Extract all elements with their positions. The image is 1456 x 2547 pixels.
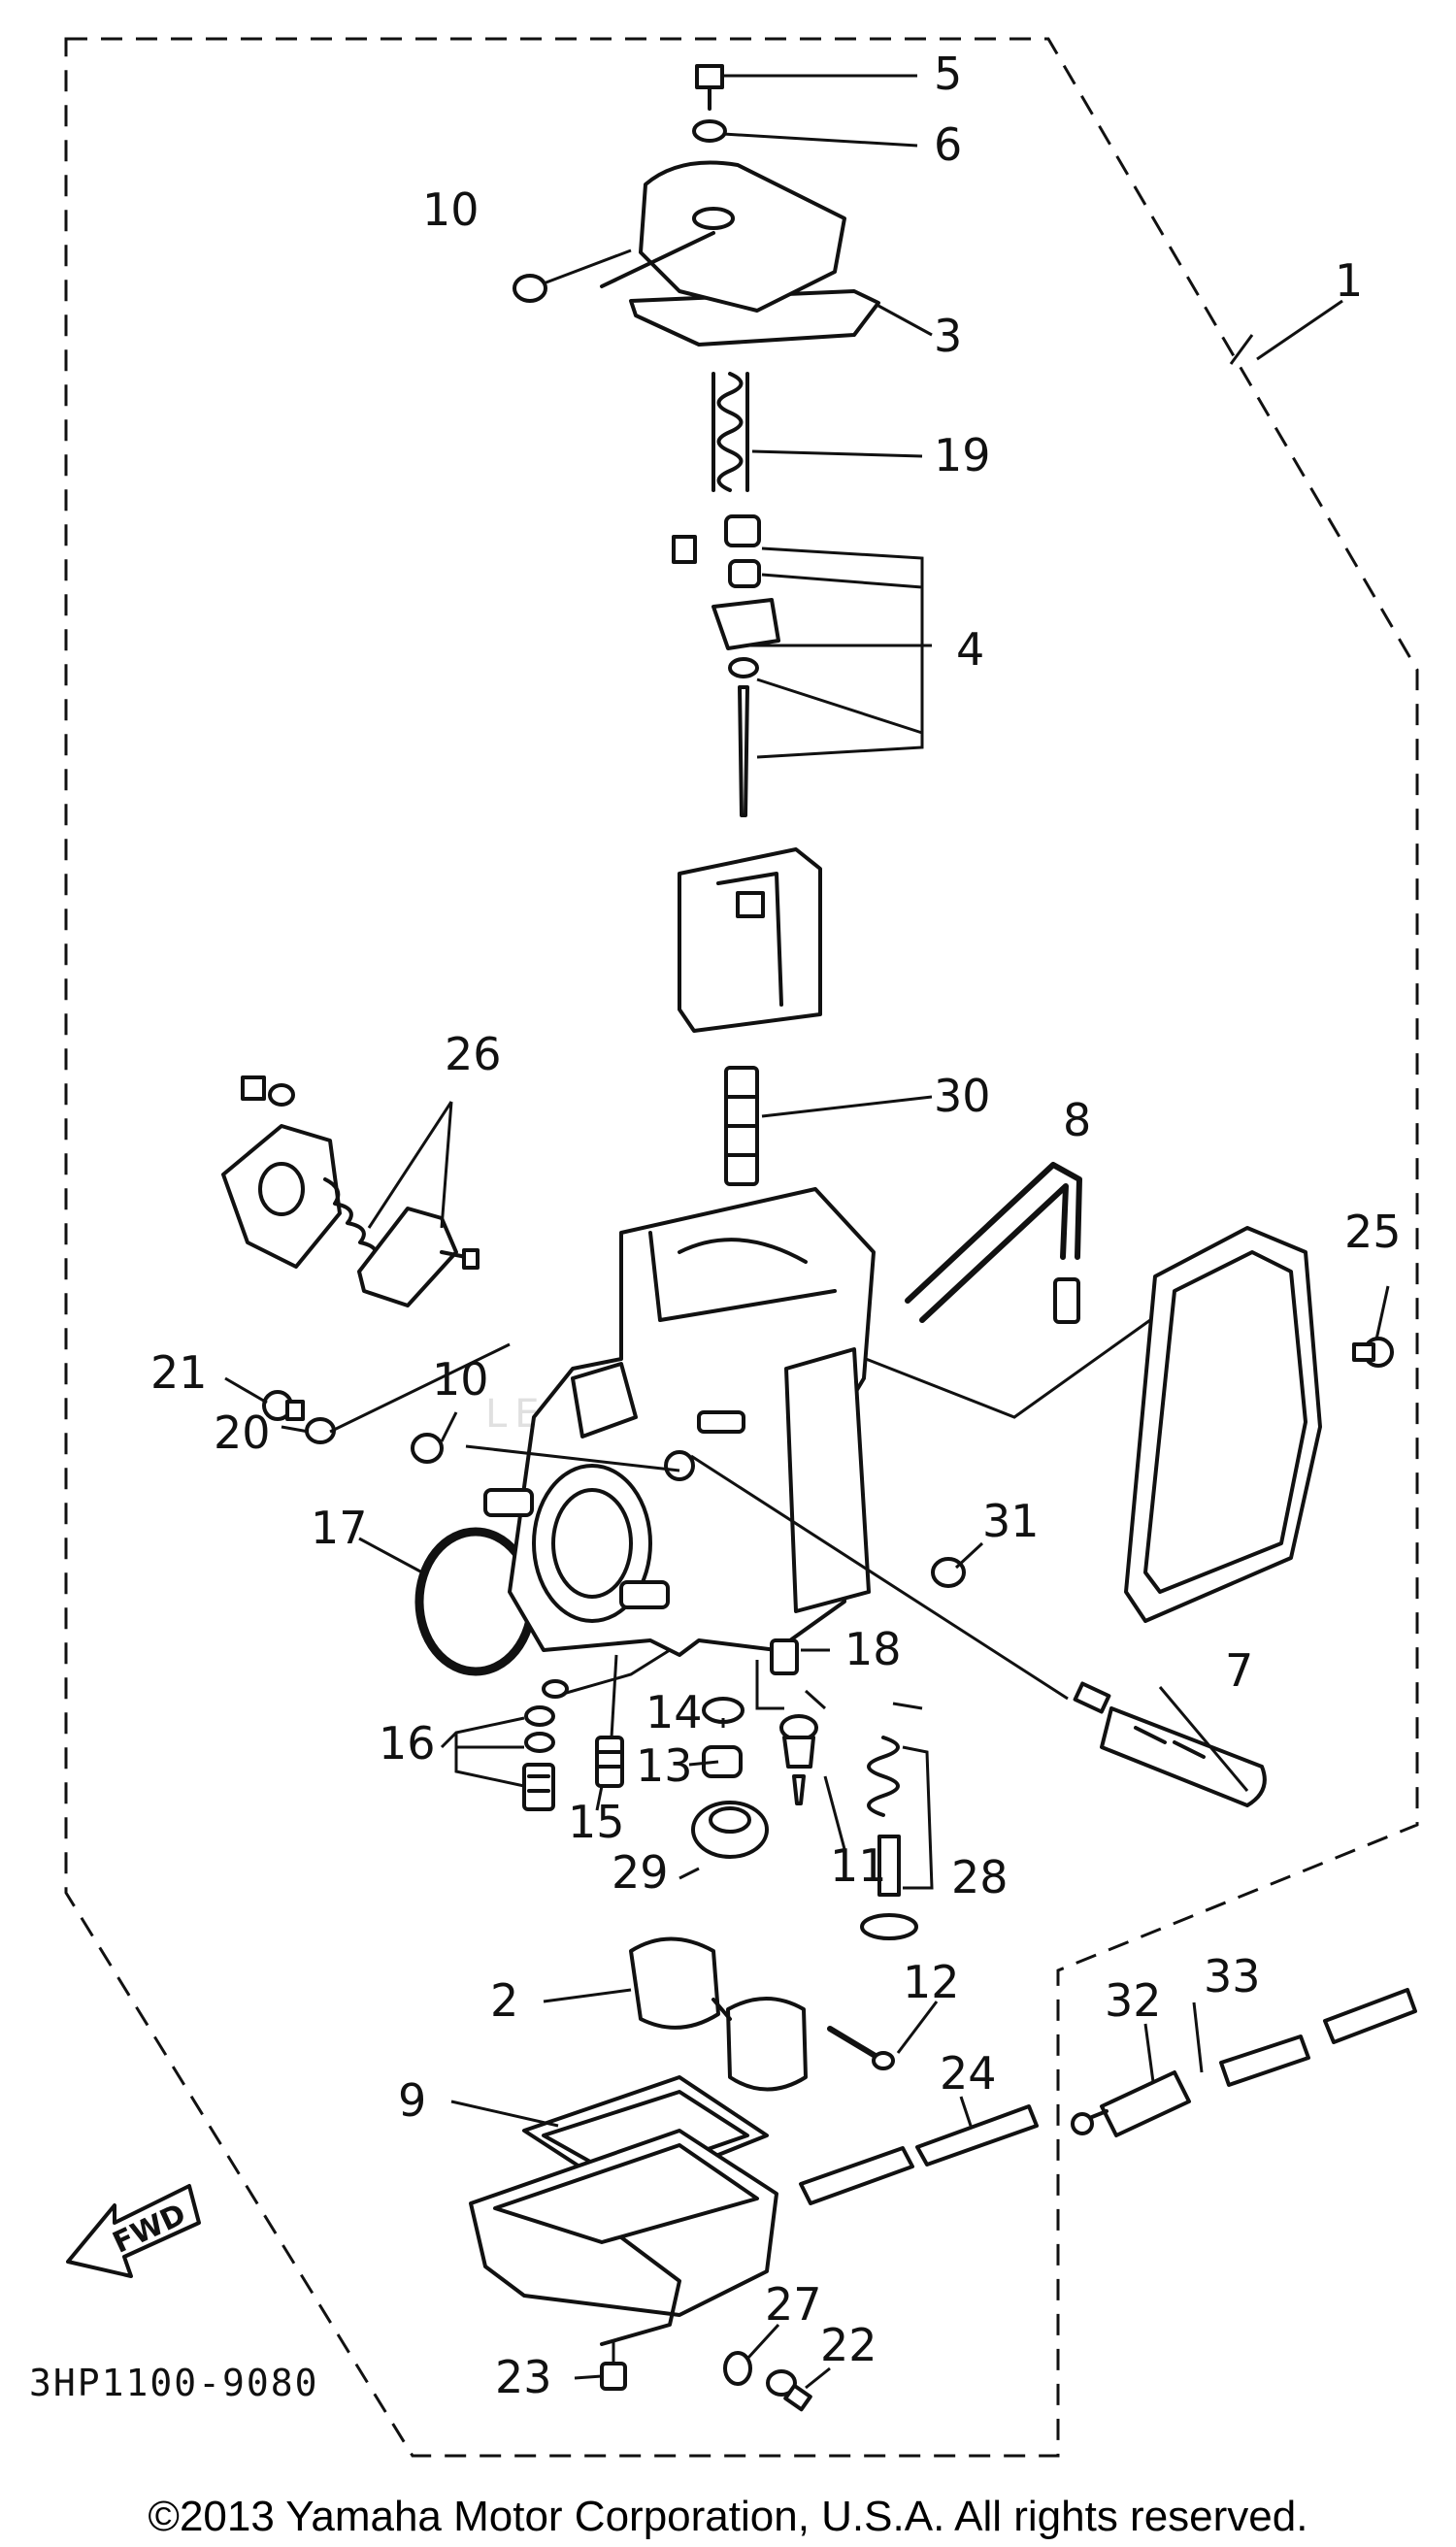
- part-32-fitting: [1071, 2070, 1191, 2137]
- part-5-screw: [695, 64, 724, 111]
- callout-33: 33: [1204, 1950, 1261, 2002]
- part-6-washer: [692, 119, 727, 143]
- part-16-pilot-screw-set: [522, 1648, 671, 1811]
- fwd-arrow-icon: FWD: [66, 2184, 201, 2278]
- assembly-boundary: [64, 37, 1419, 2458]
- callout-21: 21: [150, 1346, 208, 1399]
- connector-lines: [329, 1270, 1219, 1701]
- callout-5: 5: [934, 48, 962, 100]
- callout-26: 26: [445, 1028, 502, 1080]
- callout-32: 32: [1105, 1974, 1162, 2027]
- callout-20: 20: [214, 1406, 271, 1459]
- part-10-nut-top: [513, 274, 547, 303]
- leader-lines: [224, 74, 1390, 2390]
- callout-22: 22: [820, 2319, 877, 2371]
- callout-31: 31: [982, 1495, 1040, 1547]
- part-15-jet: [595, 1654, 624, 1788]
- callout-10-mid: 10: [432, 1353, 489, 1406]
- part-11-needle-valve: [779, 1689, 827, 1805]
- part-24-hose: [799, 2104, 1039, 2205]
- part-23-drain-plug: [600, 2339, 627, 2391]
- throttle-valve: [678, 847, 822, 1033]
- callout-24: 24: [940, 2047, 997, 2100]
- callout-19: 19: [934, 429, 991, 481]
- part-4-needle-set: [672, 514, 780, 817]
- part-8-vent-hose: [905, 1162, 1082, 1324]
- part-10-nut-mid: [411, 1433, 444, 1464]
- callout-18: 18: [844, 1623, 902, 1675]
- callout-8: 8: [1063, 1094, 1091, 1146]
- callout-23: 23: [495, 2351, 552, 2403]
- callout-15: 15: [568, 1796, 625, 1848]
- diagram-code: 3HP1100-9080: [29, 2362, 319, 2404]
- callout-1: 1: [1335, 254, 1363, 307]
- side-cover: [1124, 1226, 1322, 1623]
- callout-6: 6: [934, 118, 962, 171]
- callout-27: 27: [765, 2278, 822, 2331]
- callout-14: 14: [645, 1686, 703, 1738]
- part-21-screw: [262, 1390, 305, 1421]
- part-3-top-cover: [600, 160, 880, 347]
- carburetor-body: [483, 1187, 876, 1657]
- part-26-accelerator-pump: [221, 1075, 480, 1307]
- part-30-needle-jet: [724, 1066, 759, 1186]
- callout-9: 9: [398, 2074, 426, 2127]
- part-27-washer: [723, 2351, 752, 2386]
- callout-29: 29: [612, 1846, 669, 1899]
- callout-17: 17: [311, 1502, 368, 1554]
- part-12-float-pin: [827, 2026, 895, 2070]
- part-7-throttle-stop-screw: [1073, 1681, 1267, 1807]
- callout-11: 11: [830, 1839, 887, 1892]
- callout-25: 25: [1344, 1206, 1402, 1258]
- callout-30: 30: [934, 1070, 991, 1122]
- part-28-starter-plunger: [860, 1702, 923, 1940]
- part-29-cap: [691, 1801, 769, 1859]
- callout-3: 3: [934, 310, 962, 362]
- part-2-float: [629, 1936, 808, 2092]
- part-25-screw: [1352, 1337, 1394, 1368]
- callout-2: 2: [490, 1974, 518, 2027]
- copyright-notice: ©2013 Yamaha Motor Corporation, U.S.A. A…: [148, 2493, 1308, 2540]
- callout-7: 7: [1225, 1644, 1253, 1697]
- callout-28: 28: [951, 1851, 1009, 1903]
- callout-16: 16: [379, 1717, 436, 1770]
- callout-labels: 5 6 1 10 3 19 4 30 8 26 25 21 20 10 17 3…: [150, 48, 1402, 2403]
- part-19-spring: [711, 372, 749, 492]
- part-18-screw: [755, 1638, 799, 1710]
- callout-12: 12: [903, 1956, 960, 2008]
- callout-13: 13: [636, 1739, 693, 1792]
- float-bowl: [469, 2129, 778, 2346]
- part-33-hose: [1219, 1988, 1417, 2087]
- callout-10-top: 10: [422, 183, 480, 236]
- callout-4: 4: [956, 623, 984, 676]
- part-22-screw: [766, 2369, 812, 2412]
